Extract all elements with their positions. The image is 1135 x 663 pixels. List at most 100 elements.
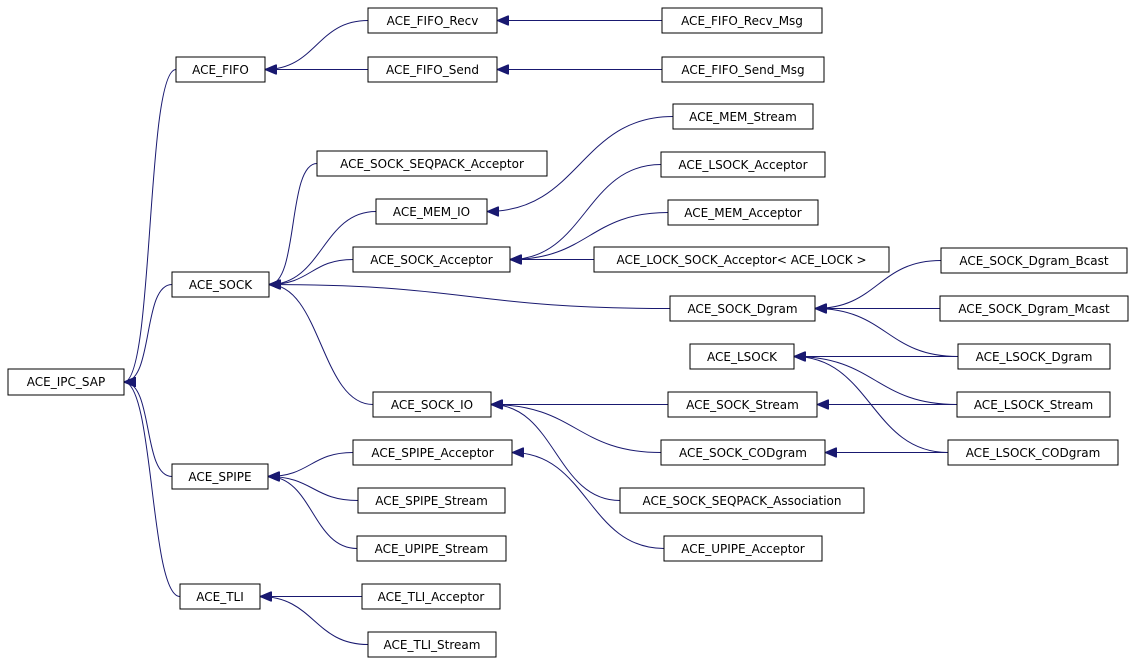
node-ace-tli-stream[interactable]: ACE_TLI_Stream — [367, 631, 497, 658]
node-label: ACE_SOCK_CODgram — [679, 446, 807, 460]
node-label: ACE_SOCK_SEQPACK_Acceptor — [340, 157, 524, 171]
edge-spipe_stream-to-spipe — [268, 477, 359, 501]
node-ace-lsock-codgram[interactable]: ACE_LSOCK_CODgram — [947, 439, 1119, 466]
node-label: ACE_SOCK_SEQPACK_Association — [643, 494, 842, 508]
edge-sock_io-to-sock — [269, 285, 374, 405]
node-ace-tli-acceptor[interactable]: ACE_TLI_Acceptor — [361, 583, 501, 610]
node-ace-lock-sock-acceptor[interactable]: ACE_LOCK_SOCK_Acceptor< ACE_LOCK > — [593, 246, 890, 273]
node-label: ACE_MEM_Acceptor — [684, 206, 801, 220]
node-label: ACE_IPC_SAP — [27, 375, 105, 389]
node-ace-sock-acceptor[interactable]: ACE_SOCK_Acceptor — [352, 246, 511, 273]
node-label: ACE_FIFO_Recv — [387, 14, 479, 28]
edge-spipe-to-ipc_sap — [123, 382, 173, 477]
edge-mem_acceptor-to-sock_acceptor — [510, 212, 669, 260]
node-ace-tli[interactable]: ACE_TLI — [179, 583, 261, 610]
node-label: ACE_UPIPE_Stream — [375, 542, 489, 556]
node-label: ACE_FIFO_Recv_Msg — [681, 14, 803, 28]
class-nodes: ACE_IPC_SAP ACE_FIFO ACE_FIFO_Recv ACE_F… — [7, 7, 1129, 658]
node-ace-lsock-stream[interactable]: ACE_LSOCK_Stream — [956, 391, 1111, 418]
node-ace-sock-dgram-bcast[interactable]: ACE_SOCK_Dgram_Bcast — [940, 247, 1128, 274]
node-ace-lsock-acceptor[interactable]: ACE_LSOCK_Acceptor — [660, 151, 826, 178]
node-ace-upipe-acceptor[interactable]: ACE_UPIPE_Acceptor — [663, 535, 823, 562]
node-label: ACE_LSOCK — [707, 350, 778, 364]
node-label: ACE_SOCK — [189, 278, 253, 292]
node-ace-sock-dgram[interactable]: ACE_SOCK_Dgram — [669, 295, 816, 322]
node-label: ACE_SPIPE_Stream — [375, 494, 488, 508]
inheritance-edge — [123, 382, 181, 597]
edge-fifo-to-ipc_sap — [123, 69, 177, 383]
edge-mem_io-to-sock — [269, 211, 377, 285]
node-ace-sock-seqpack-association[interactable]: ACE_SOCK_SEQPACK_Association — [619, 487, 865, 514]
node-ace-lsock-dgram[interactable]: ACE_LSOCK_Dgram — [957, 343, 1111, 370]
inheritance-edge — [815, 309, 959, 357]
node-ace-sock-codgram[interactable]: ACE_SOCK_CODgram — [660, 439, 826, 466]
node-ace-fifo-send-msg[interactable]: ACE_FIFO_Send_Msg — [661, 56, 825, 83]
inheritance-edge — [512, 453, 665, 549]
inheritance-edge — [123, 69, 177, 383]
node-label: ACE_SOCK_IO — [391, 398, 473, 412]
edge-lsock_stream-to-lsock — [794, 357, 958, 405]
node-ace-spipe[interactable]: ACE_SPIPE — [171, 463, 269, 490]
inheritance-edge — [794, 357, 958, 405]
node-ace-mem-acceptor[interactable]: ACE_MEM_Acceptor — [667, 199, 819, 226]
edge-sock_dgram_bcast-to-sock_dgram — [815, 260, 942, 309]
node-label: ACE_FIFO_Send — [386, 63, 479, 77]
node-label: ACE_LSOCK_Stream — [974, 398, 1093, 412]
node-ace-lsock[interactable]: ACE_LSOCK — [689, 343, 795, 370]
node-ace-sock-dgram-mcast[interactable]: ACE_SOCK_Dgram_Mcast — [939, 295, 1129, 322]
node-label: ACE_LSOCK_CODgram — [966, 446, 1101, 460]
edge-fifo_recv-to-fifo — [265, 20, 369, 70]
node-label: ACE_SOCK_Dgram_Mcast — [958, 302, 1110, 316]
edge-upipe_stream-to-spipe — [268, 477, 358, 549]
node-label: ACE_SPIPE — [188, 470, 251, 484]
inheritance-edge — [269, 211, 377, 285]
node-label: ACE_SOCK_Stream — [686, 398, 799, 412]
edge-sock_codgram-to-sock_io — [491, 405, 662, 453]
node-ace-mem-io[interactable]: ACE_MEM_IO — [375, 198, 488, 225]
edge-sock-to-ipc_sap — [123, 284, 173, 383]
inheritance-edge — [269, 285, 374, 405]
node-ace-sock-io[interactable]: ACE_SOCK_IO — [372, 391, 492, 418]
node-label: ACE_FIFO — [192, 63, 249, 77]
node-ace-fifo-send[interactable]: ACE_FIFO_Send — [367, 56, 498, 83]
node-ace-sock-stream[interactable]: ACE_SOCK_Stream — [667, 391, 818, 418]
node-ace-sock-seqpack-acceptor[interactable]: ACE_SOCK_SEQPACK_Acceptor — [316, 150, 548, 177]
inheritance-edge — [491, 405, 621, 501]
inheritance-edge — [491, 405, 662, 453]
node-label: ACE_SOCK_Dgram — [687, 302, 797, 316]
node-label: ACE_TLI — [196, 590, 244, 604]
inheritance-edge — [268, 163, 318, 285]
edge-tli-to-ipc_sap — [123, 382, 181, 597]
node-label: ACE_SPIPE_Acceptor — [371, 446, 493, 460]
inheritance-edges — [123, 20, 959, 645]
inheritance-edge — [268, 477, 358, 549]
node-ace-ipc-sap[interactable]: ACE_IPC_SAP — [7, 368, 125, 396]
inheritance-edge — [510, 164, 662, 260]
edge-sock_seqpack_acceptor-to-sock — [268, 163, 318, 285]
edge-sock_seqpack_association-to-sock_io — [491, 405, 621, 501]
inheritance-edge — [265, 20, 369, 70]
edge-spipe_acceptor-to-spipe — [268, 452, 354, 477]
node-ace-fifo-recv[interactable]: ACE_FIFO_Recv — [367, 7, 498, 34]
node-ace-fifo[interactable]: ACE_FIFO — [175, 56, 266, 83]
inheritance-edge — [269, 285, 671, 309]
node-label: ACE_FIFO_Send_Msg — [681, 63, 804, 77]
node-label: ACE_LOCK_SOCK_Acceptor< ACE_LOCK > — [616, 253, 866, 267]
node-label: ACE_MEM_Stream — [689, 110, 797, 124]
node-ace-spipe-stream[interactable]: ACE_SPIPE_Stream — [357, 487, 506, 514]
node-label: ACE_LSOCK_Acceptor — [678, 158, 807, 172]
inheritance-edge — [268, 452, 354, 477]
edge-lsock_dgram-to-sock_dgram — [815, 309, 959, 357]
inheritance-edge — [260, 597, 369, 645]
node-ace-fifo-recv-msg[interactable]: ACE_FIFO_Recv_Msg — [661, 7, 823, 34]
edge-lsock_acceptor-to-sock_acceptor — [510, 164, 662, 260]
inheritance-edge — [123, 284, 173, 383]
node-ace-mem-stream[interactable]: ACE_MEM_Stream — [672, 103, 814, 130]
node-ace-spipe-acceptor[interactable]: ACE_SPIPE_Acceptor — [352, 439, 513, 466]
node-ace-upipe-stream[interactable]: ACE_UPIPE_Stream — [356, 535, 507, 562]
inheritance-edge — [815, 260, 942, 309]
node-ace-sock[interactable]: ACE_SOCK — [171, 271, 270, 298]
node-label: ACE_TLI_Acceptor — [378, 590, 485, 604]
inheritance-edge — [510, 212, 669, 260]
